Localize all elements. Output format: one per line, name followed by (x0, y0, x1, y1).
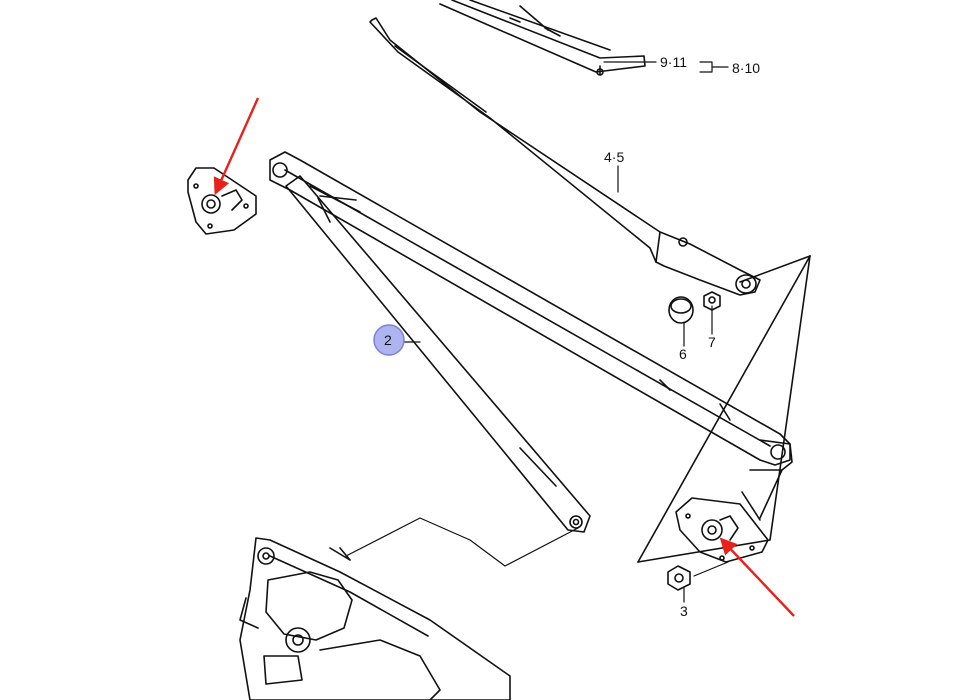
red-arrow-upper-icon (213, 97, 260, 196)
link-rod (285, 175, 591, 533)
label-arm: 4·5 (604, 149, 624, 165)
wiper-arm (369, 17, 761, 296)
cap-part (668, 296, 694, 324)
label-link: 2 (384, 332, 392, 348)
leader-lines (345, 61, 729, 603)
main-linkage-rod (269, 151, 791, 466)
label-cap: 6 (679, 346, 687, 362)
label-nut-bottom: 3 (680, 603, 688, 619)
highlight-marker[interactable] (373, 324, 405, 356)
right-pivot-assembly (675, 439, 793, 563)
wiper-motor (239, 537, 511, 700)
red-arrow-lower-icon (719, 537, 795, 617)
label-bracket-2: 8·10 (732, 60, 760, 76)
label-bracket-1: 9·11 (660, 54, 687, 70)
wiper-blade (439, 0, 646, 76)
label-nut-top: 7 (708, 334, 716, 350)
nut-top-part (703, 291, 721, 311)
nut-bottom-part (667, 565, 691, 591)
